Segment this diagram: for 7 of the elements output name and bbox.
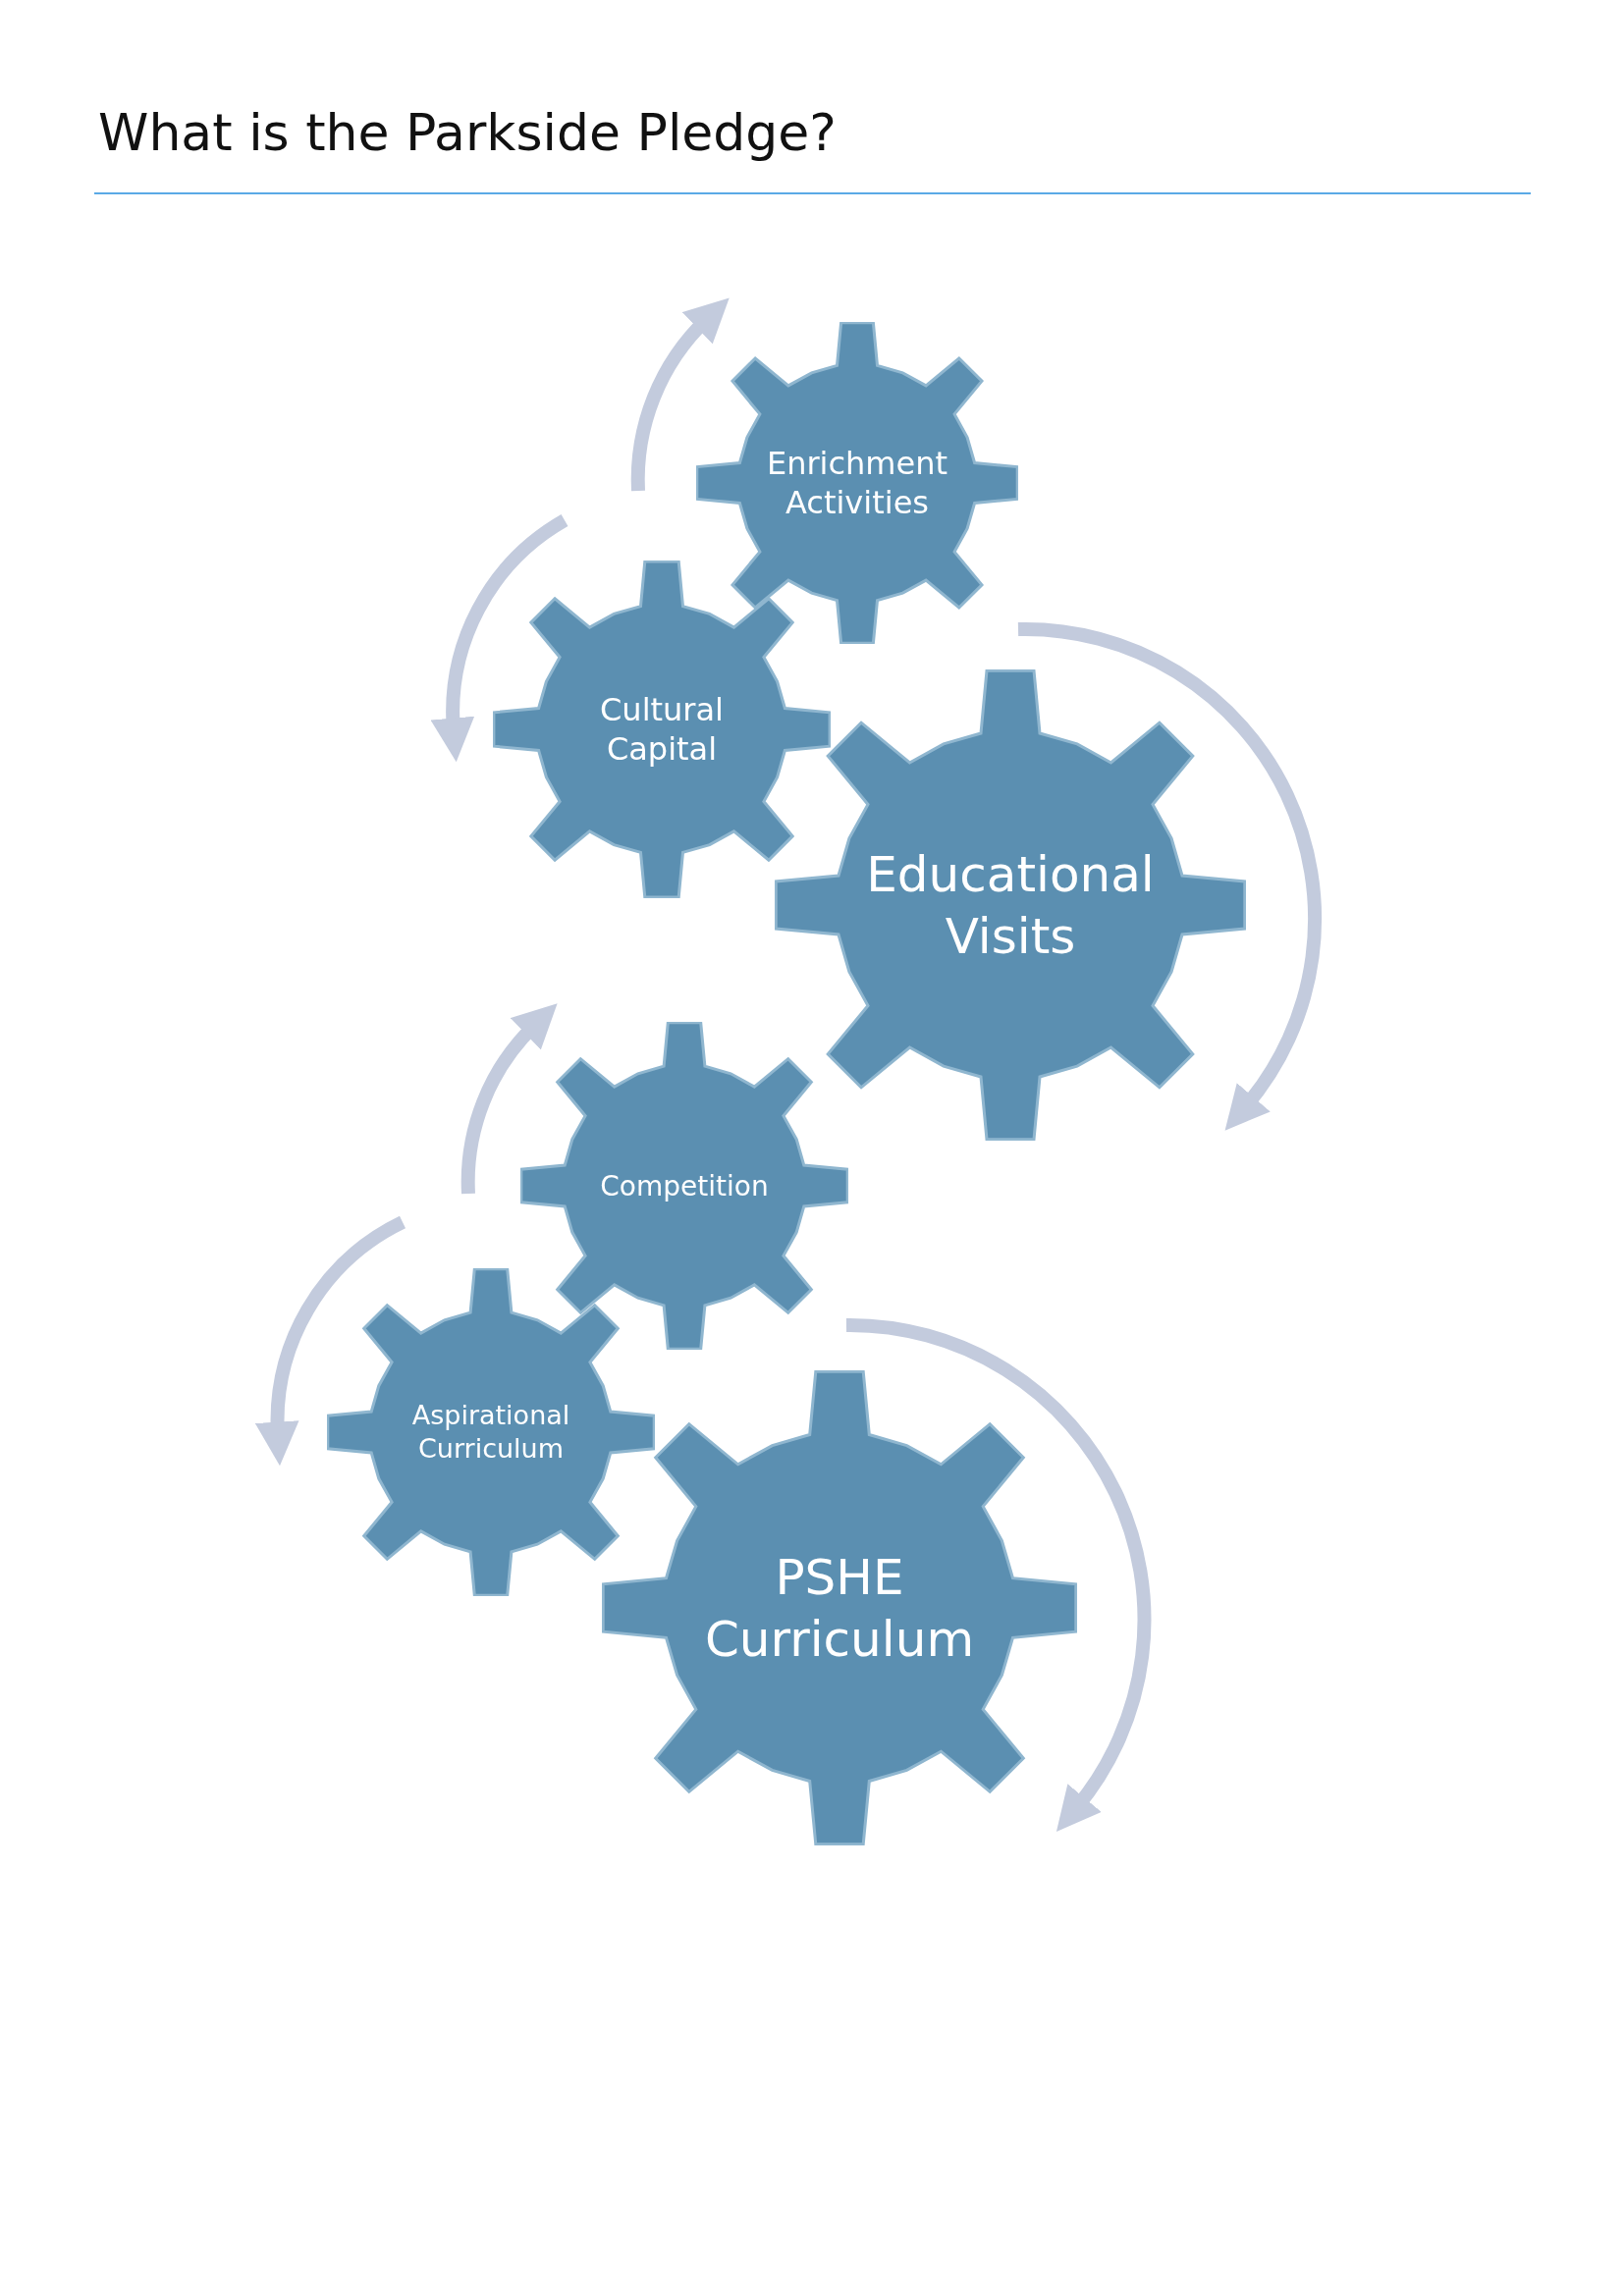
gear-label: Aspirational Curriculum xyxy=(410,1399,571,1466)
page-title: What is the Parkside Pledge? xyxy=(98,103,837,162)
gear-label: Enrichment Activities xyxy=(765,444,949,522)
gear-label: Cultural Capital xyxy=(599,690,725,769)
gear-label: Competition xyxy=(599,1168,770,1203)
gear-label: Educational Visits xyxy=(865,844,1156,966)
gear-label: PSHE Curriculum xyxy=(703,1547,976,1669)
